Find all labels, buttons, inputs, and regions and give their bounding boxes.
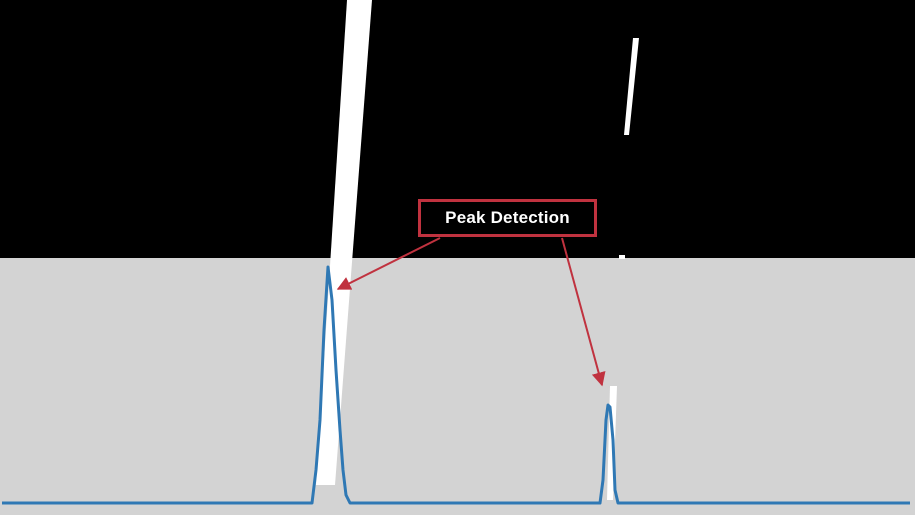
annotation-arrow-left-peak	[336, 237, 441, 290]
histogram-panel	[0, 258, 915, 515]
annotation-arrow-right-peak	[561, 237, 606, 387]
right-lane-line-upper	[624, 38, 639, 135]
histogram-curve	[2, 265, 910, 505]
annotation-label: Peak Detection	[445, 208, 570, 227]
annotation-label-box: Peak Detection	[418, 199, 597, 237]
left-lane-line	[316, 0, 372, 485]
right-lane-line-fragment	[619, 255, 625, 259]
